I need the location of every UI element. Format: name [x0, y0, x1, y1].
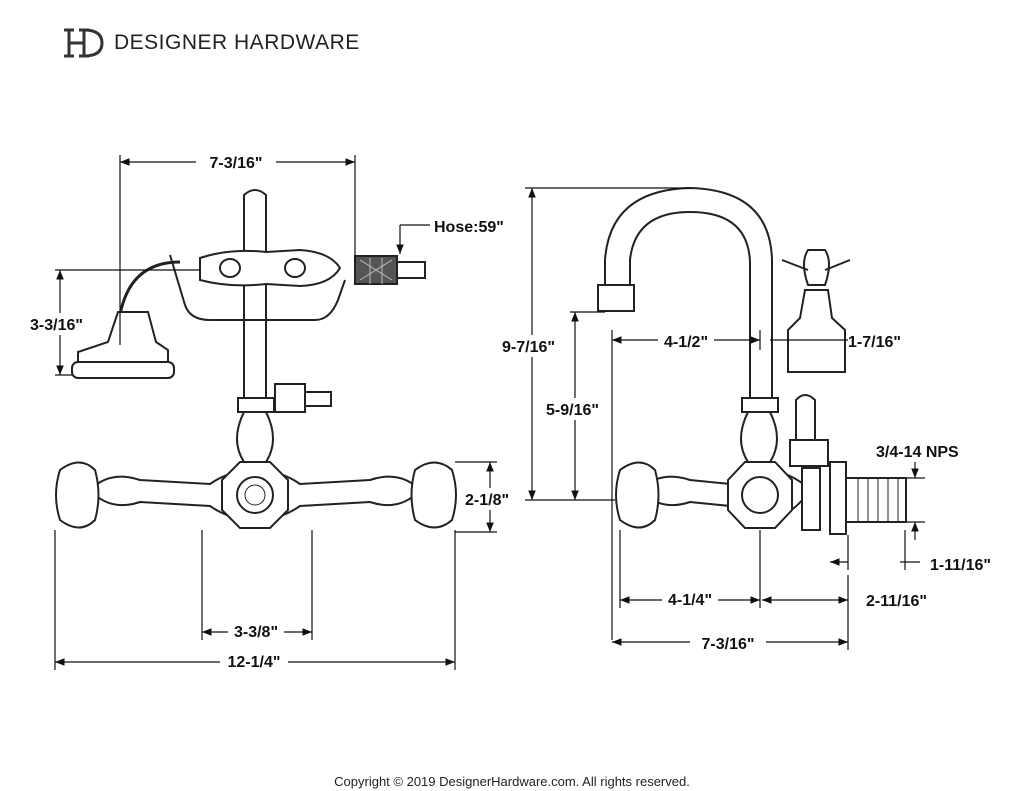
dim-center-spacing: 3-3/8"	[234, 624, 278, 641]
dim-shank-length: 2-11/16"	[866, 593, 927, 610]
front-left-handle	[55, 461, 100, 529]
dimension-lines	[54, 155, 925, 670]
front-right-handle	[410, 461, 457, 529]
dim-handshower-depth: 1-7/16"	[848, 334, 901, 351]
dimension-labels: 7-3/16" Hose:59" 3-3/16" 2-1/8" 3-3/8" 1…	[30, 150, 991, 672]
dim-handshower-height: 3-3/16"	[30, 317, 83, 334]
dim-front-spout-width: 7-3/16"	[210, 155, 263, 172]
side-handshower	[787, 289, 846, 373]
dim-outlet-height: 5-9/16"	[546, 402, 599, 419]
dim-overall-width: 12-1/4"	[228, 654, 281, 671]
designer-hardware-logo-icon	[64, 28, 104, 58]
dim-spout-reach: 4-1/2"	[664, 334, 708, 351]
dim-thread: 3/4-14 NPS	[876, 444, 959, 461]
brand-name: DESIGNER HARDWARE	[114, 31, 360, 54]
dim-body-depth: 4-1/4"	[668, 592, 712, 609]
side-view	[597, 186, 907, 535]
dim-body-height: 2-1/8"	[465, 492, 509, 509]
dim-spout-height: 9-7/16"	[502, 339, 555, 356]
side-threaded-shank	[845, 477, 907, 523]
copyright-footer: Copyright © 2019 DesignerHardware.com. A…	[334, 774, 690, 789]
dim-side-overall-depth: 7-3/16"	[702, 636, 755, 653]
dim-hose-length: Hose:59"	[434, 219, 504, 236]
side-gooseneck-spout	[604, 186, 773, 401]
dim-shank-diameter: 1-11/16"	[930, 557, 991, 574]
front-handshower-handle	[199, 248, 342, 288]
brand-header: DESIGNER HARDWARE	[62, 26, 360, 60]
front-view	[55, 189, 457, 529]
